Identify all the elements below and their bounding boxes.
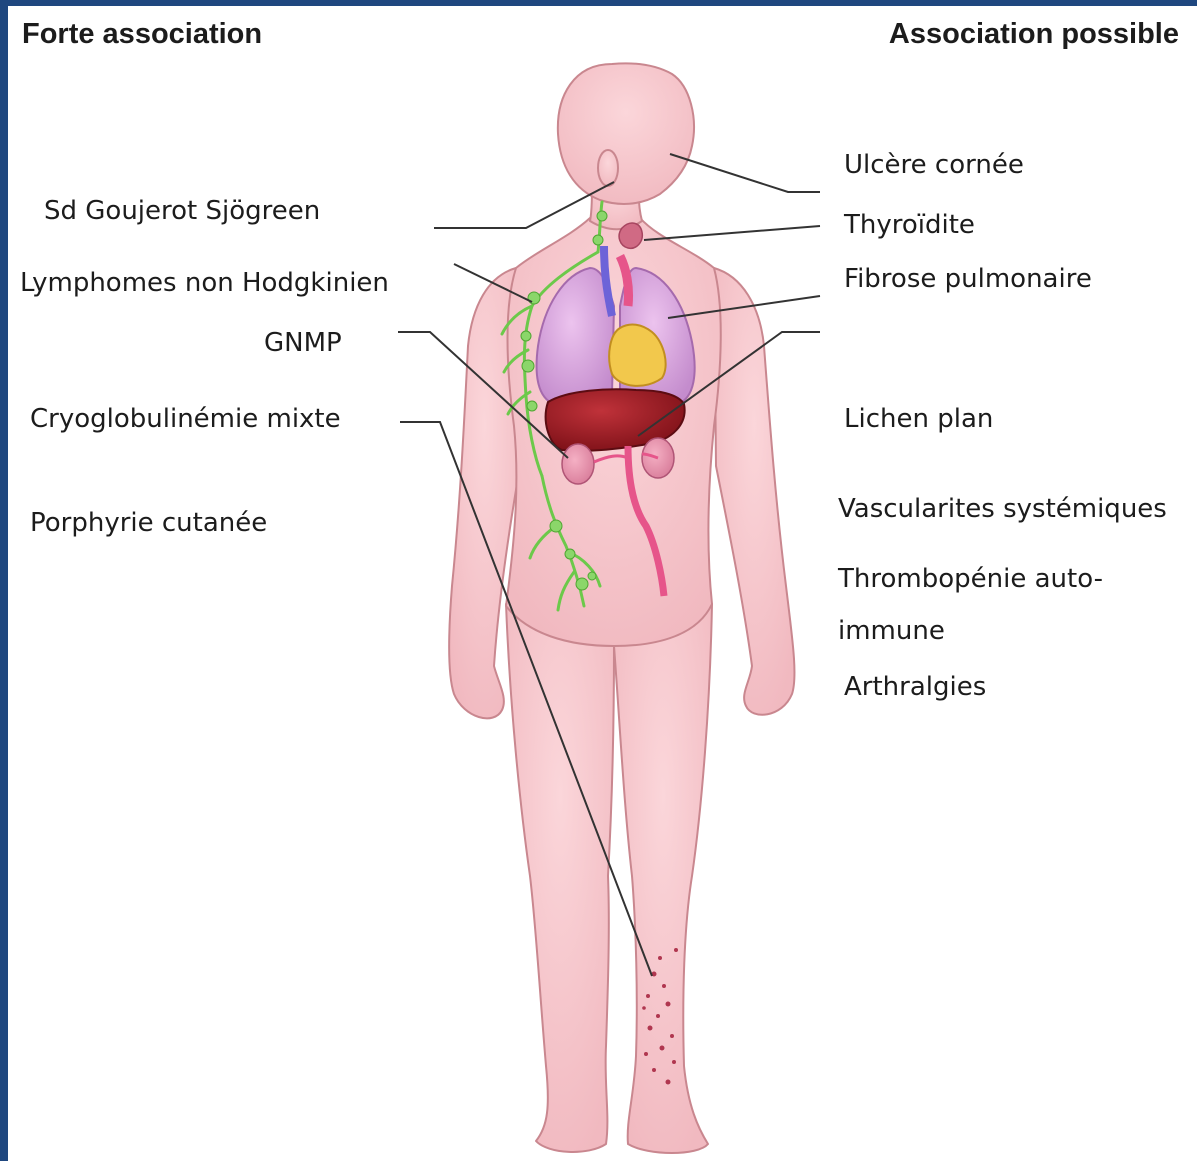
label-sjogren: Sd Goujerot Sjögreen — [44, 198, 320, 224]
left-arm-image-right — [714, 268, 794, 715]
body-silhouette — [449, 63, 794, 1153]
label-ulcere-cornee: Ulcère cornée — [844, 152, 1024, 178]
label-vascularites: Vascularites systémiques — [838, 496, 1167, 522]
header-strong-association: Forte association — [22, 18, 262, 51]
leader-ulcere — [670, 154, 820, 192]
right-leg — [614, 604, 712, 1153]
label-lymphomes: Lymphomes non Hodgkinien — [20, 270, 389, 296]
head — [558, 63, 694, 204]
right-kidney — [562, 444, 594, 484]
header-possible-association: Association possible — [889, 18, 1179, 51]
label-thyroidite: Thyroïdite — [844, 212, 975, 238]
diagram-panel: Forte association Association possible S… — [8, 6, 1197, 1161]
label-thrombopenie-line2: immune — [838, 618, 945, 644]
label-porphyrie: Porphyrie cutanée — [30, 510, 267, 536]
ear — [598, 150, 618, 186]
label-thrombopenie-line1: Thrombopénie auto- — [838, 566, 1103, 592]
label-fibrose-pulmonaire: Fibrose pulmonaire — [844, 266, 1092, 292]
thyroid — [619, 223, 642, 248]
leader-thyroidite — [644, 226, 820, 240]
left-leg — [506, 604, 614, 1152]
label-lichen-plan: Lichen plan — [844, 406, 993, 432]
label-cryoglobulinemie: Cryoglobulinémie mixte — [30, 406, 341, 432]
label-arthralgies: Arthralgies — [844, 674, 986, 700]
label-gnmp: GNMP — [264, 330, 342, 356]
